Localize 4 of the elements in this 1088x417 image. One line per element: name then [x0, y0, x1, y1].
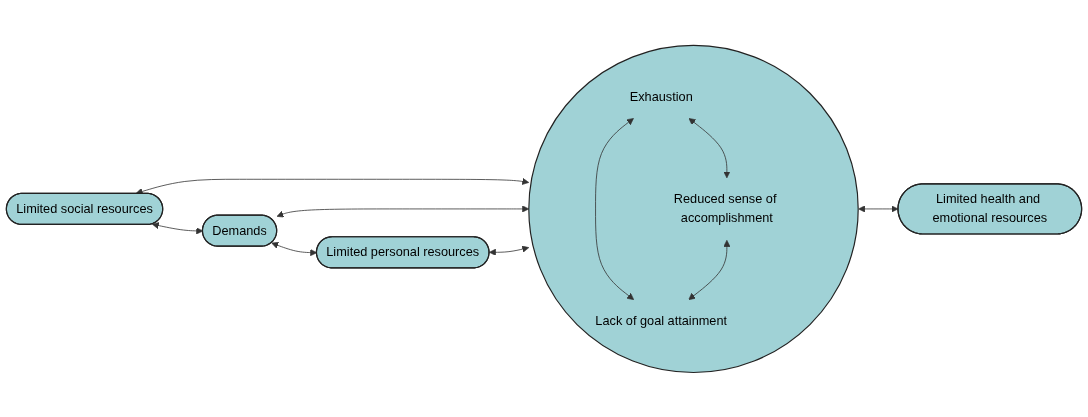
- cluster: [528, 44, 859, 373]
- node-text: Lack of goal attainment: [595, 313, 728, 328]
- node-text: Exhaustion: [629, 89, 693, 103]
- node-text: Reduced sense of accomplishment: [673, 191, 777, 225]
